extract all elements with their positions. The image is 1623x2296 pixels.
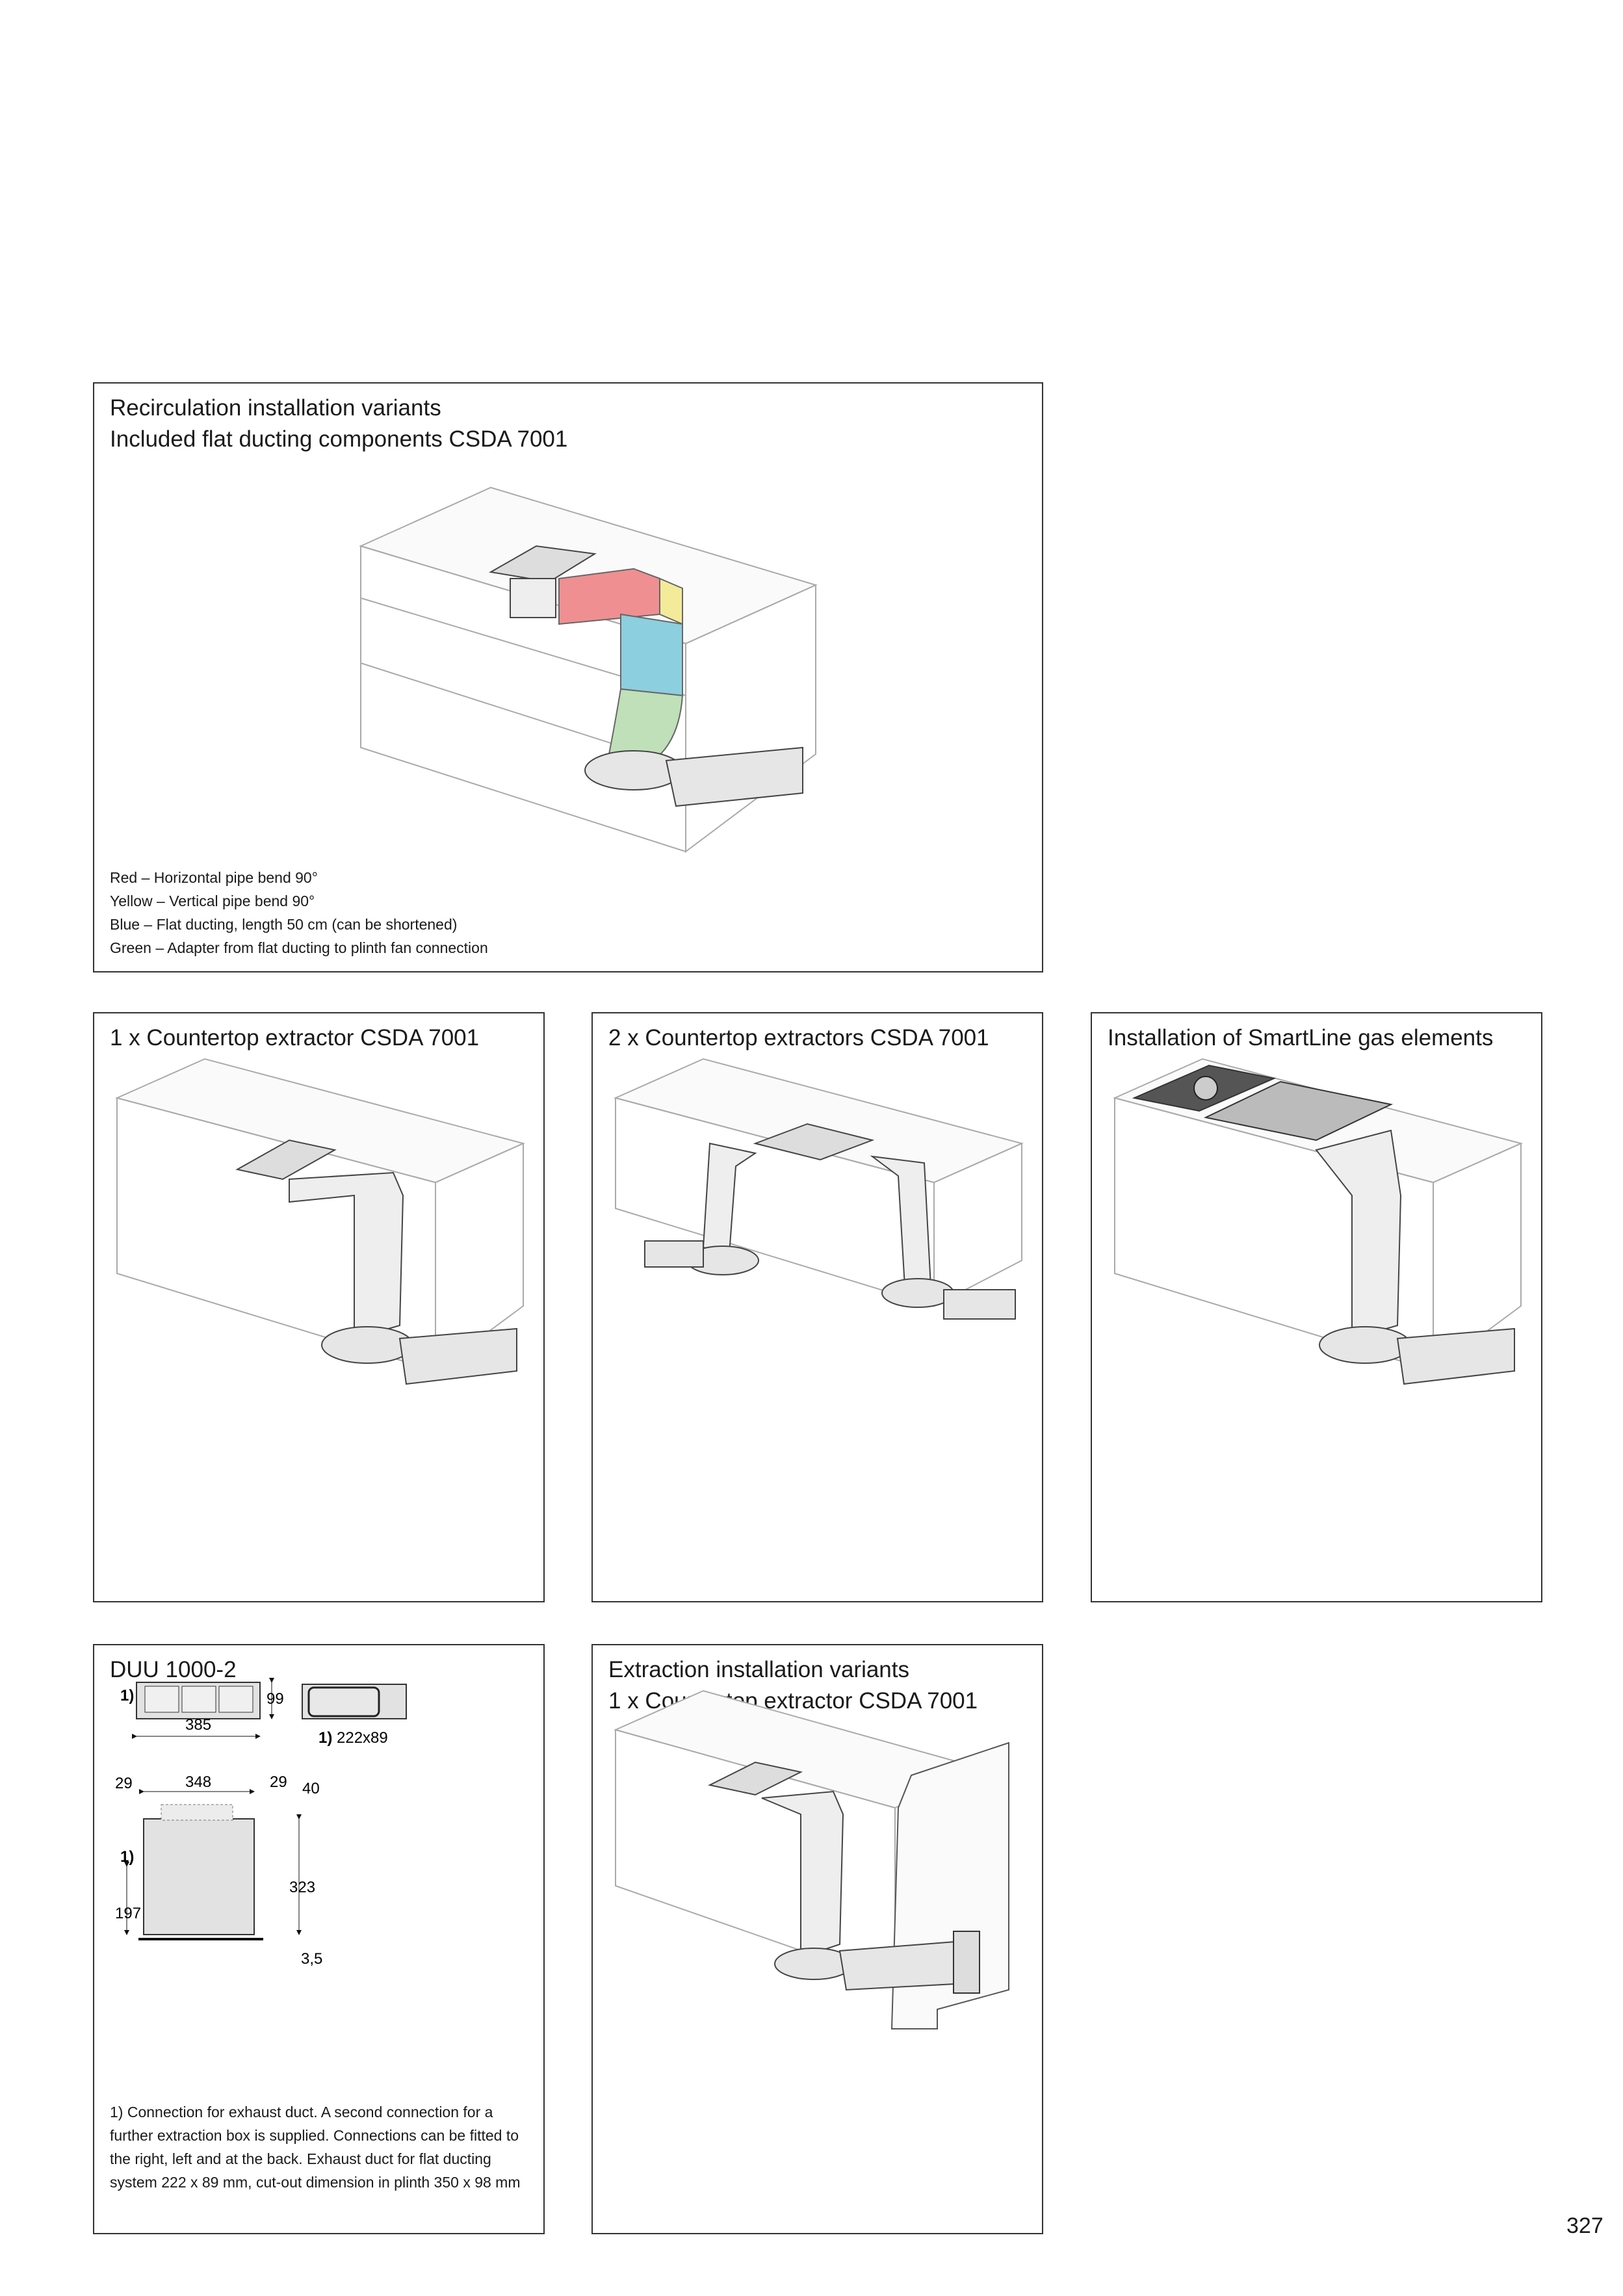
- two-extractors-illustration: [614, 1058, 1024, 1320]
- duu-dimension-drawing: 385 99 1) 222x89 1) 1) 29 348 29 40 323 …: [115, 1678, 407, 1968]
- duu-top-view: [143, 1818, 255, 1935]
- page-number: 327: [1566, 2213, 1604, 2238]
- duu-panel: DUU 1000-2 385 99 1) 222x89 1) 1) 29 348…: [93, 1644, 545, 2234]
- panel-title: 2 x Countertop extractors CSDA 7001: [608, 1025, 989, 1050]
- two-extractors-panel: 2 x Countertop extractors CSDA 7001: [591, 1012, 1043, 1602]
- green-adapter: [606, 688, 684, 761]
- title-line-1: Extraction installation variants: [608, 1657, 909, 1682]
- dim-348: 348: [185, 1773, 211, 1791]
- title-line-1: Recirculation installation variants: [110, 395, 441, 421]
- smartline-gas-illustration: [1113, 1058, 1523, 1385]
- duu-title: DUU 1000-2: [110, 1657, 237, 1682]
- dim-40: 40: [302, 1780, 320, 1797]
- one-extractor-panel: 1 x Countertop extractor CSDA 7001: [93, 1012, 545, 1602]
- legend-yellow: Yellow – Vertical pipe bend 90°: [110, 893, 315, 909]
- blue-flat-duct: [620, 613, 683, 697]
- panel-title: Installation of SmartLine gas elements: [1108, 1025, 1494, 1050]
- dim-3-5: 3,5: [301, 1950, 322, 1968]
- legend-blue: Blue – Flat ducting, length 50 cm (can b…: [110, 916, 458, 933]
- legend-red: Red – Horizontal pipe bend 90°: [110, 869, 318, 886]
- dim-99: 99: [266, 1690, 284, 1708]
- dim-29-right: 29: [270, 1773, 287, 1791]
- duu-footnote: 1) Connection for exhaust duct. A second…: [110, 2104, 521, 2191]
- extraction-illustration: [614, 1689, 1009, 2029]
- legend-green: Green – Adapter from flat ducting to pli…: [110, 939, 488, 956]
- dim-222x89: 1) 222x89: [318, 1729, 388, 1747]
- panel-title: 1 x Countertop extractor CSDA 7001: [110, 1025, 480, 1050]
- marker-1-front: 1): [120, 1687, 134, 1704]
- recirculation-illustration: [359, 486, 818, 853]
- dim-385: 385: [185, 1716, 211, 1734]
- dim-197: 197: [115, 1905, 141, 1922]
- title-line-2: Included flat ducting components CSDA 70…: [110, 426, 568, 452]
- dim-29-left: 29: [115, 1775, 133, 1792]
- marker-1-top: 1): [120, 1848, 134, 1866]
- one-extractor-illustration: [115, 1058, 525, 1385]
- red-pipe-bend: [558, 567, 660, 625]
- dim-323: 323: [289, 1879, 315, 1896]
- smartline-gas-panel: Installation of SmartLine gas elements: [1091, 1012, 1542, 1602]
